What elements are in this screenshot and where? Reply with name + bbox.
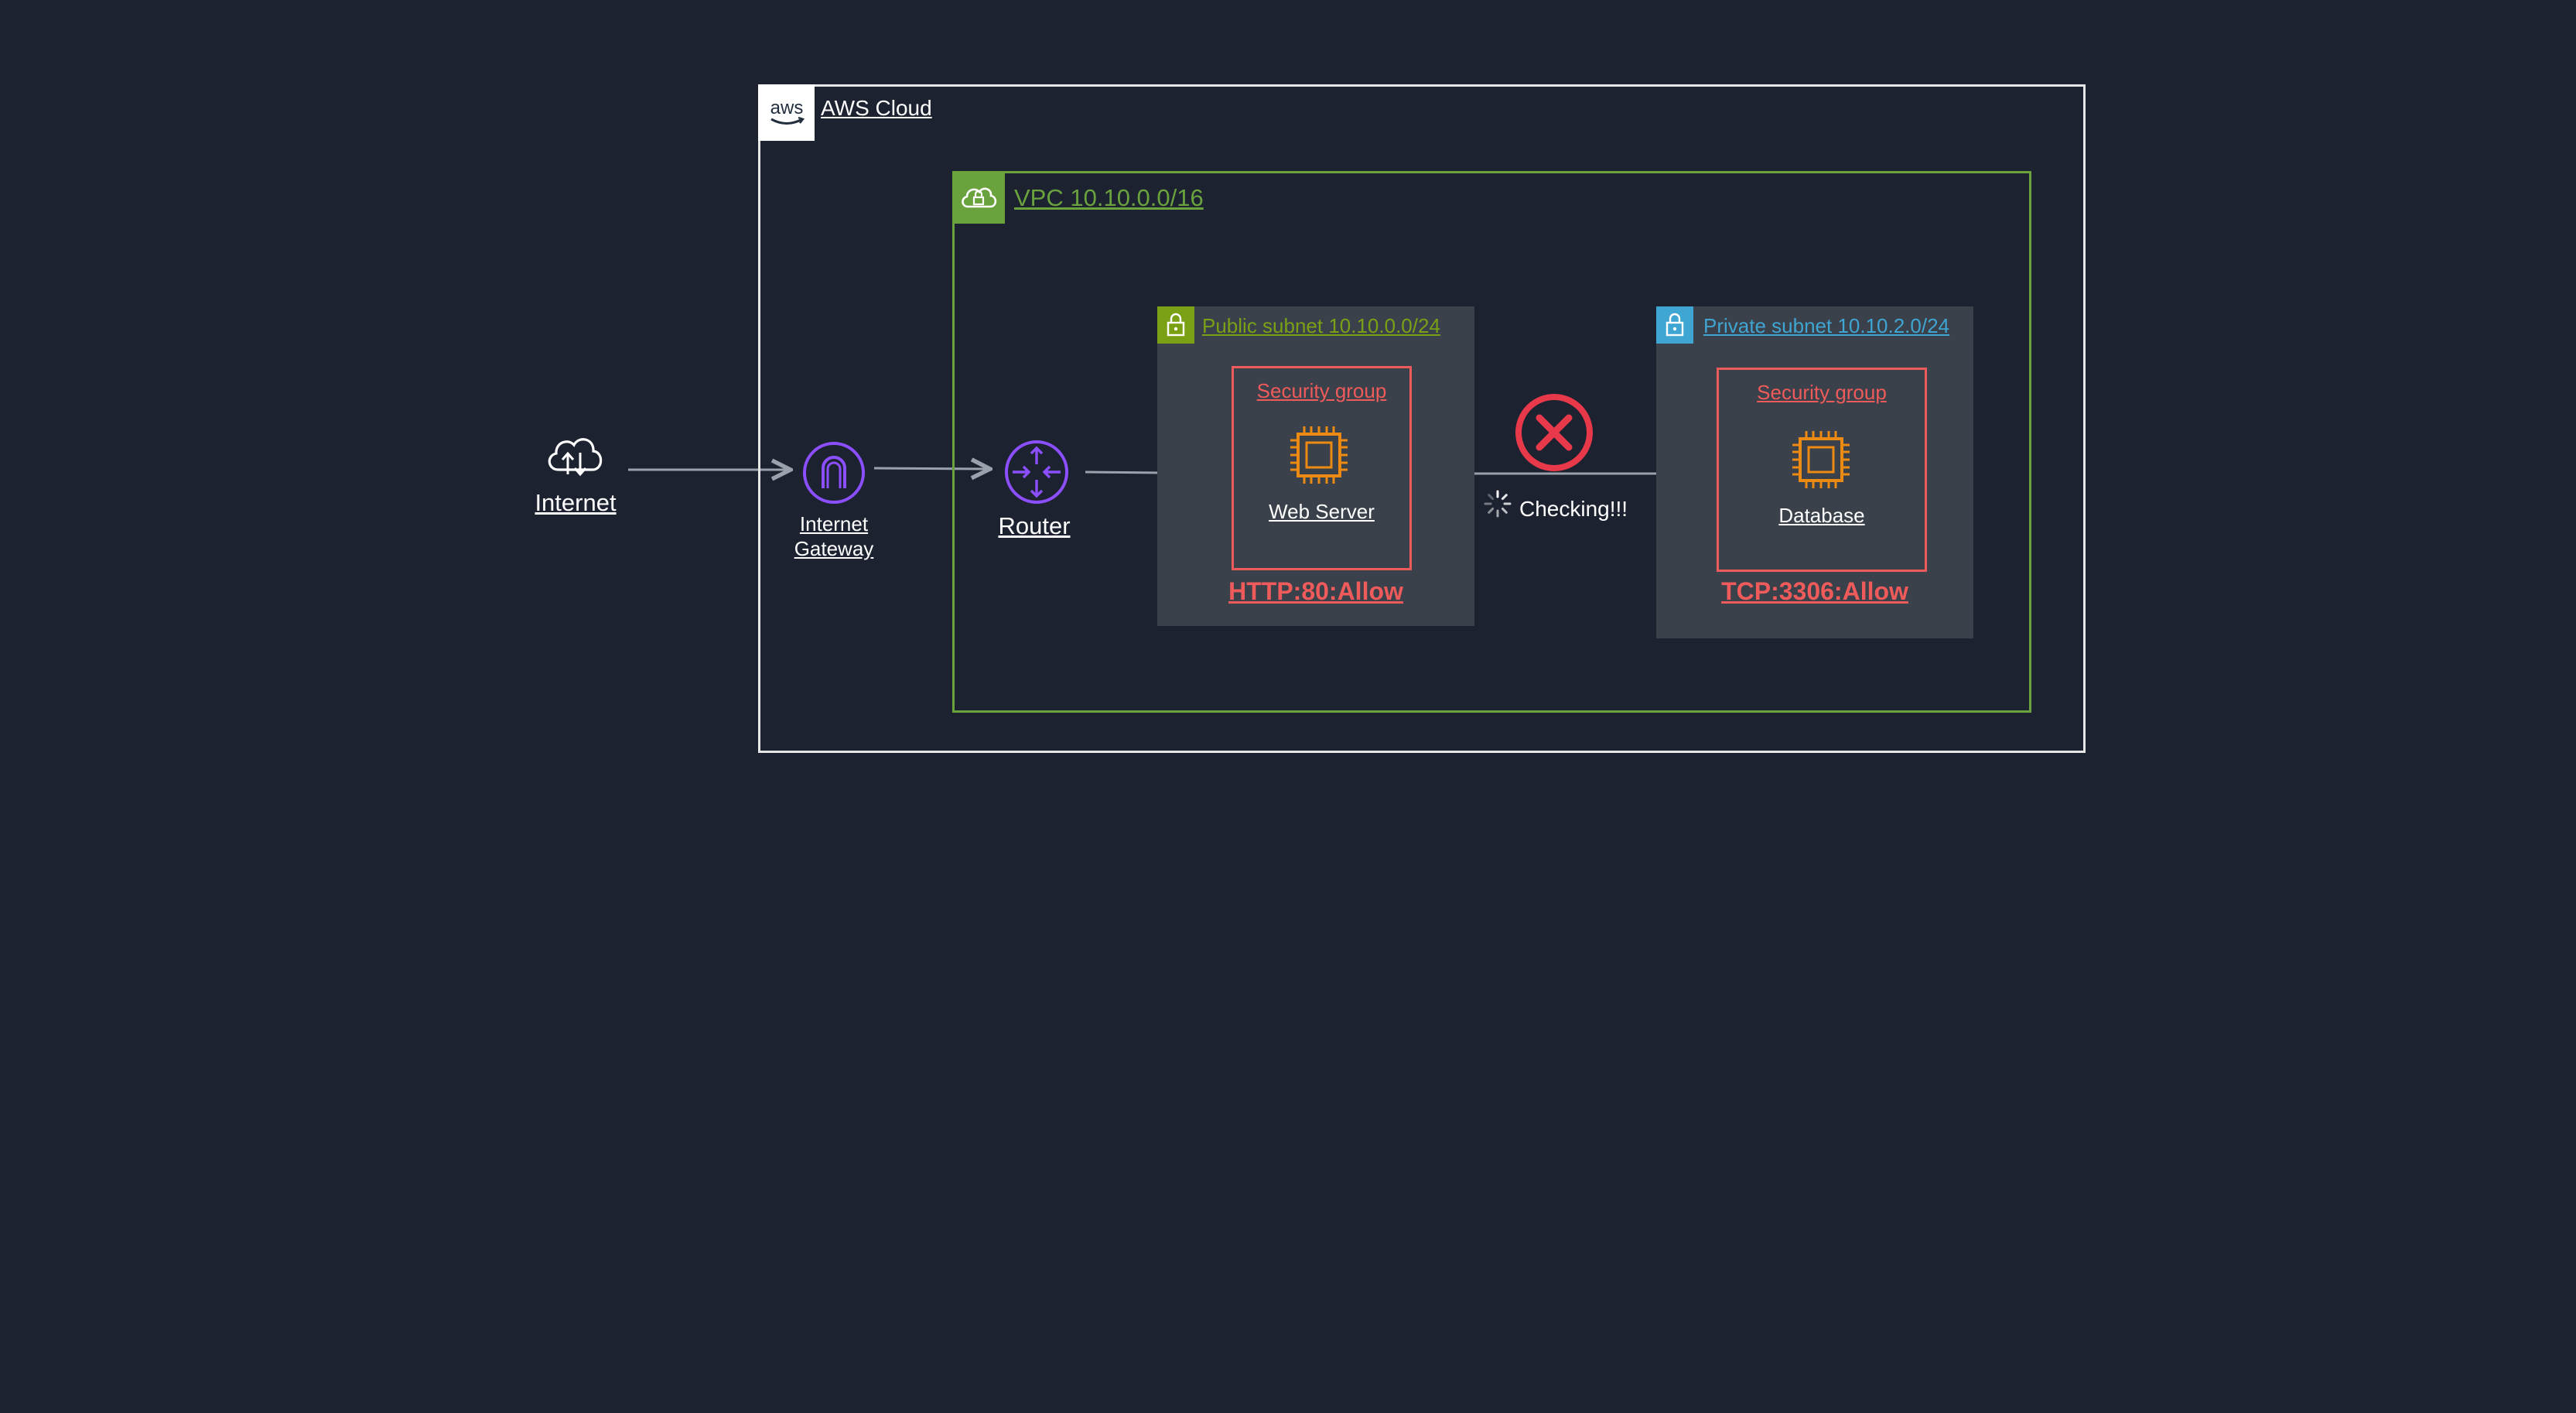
web-security-group-label: Security group	[1256, 379, 1387, 402]
internet-cloud-icon	[542, 429, 608, 481]
web-security-group	[1232, 366, 1412, 570]
router-label: Router	[998, 512, 1071, 539]
aws-logo-text: aws	[770, 98, 803, 118]
db-sg-rule: TCP:3306:Allow	[1721, 577, 1908, 605]
public-subnet-lock-icon	[1157, 306, 1194, 344]
database-label: Database	[1778, 504, 1865, 527]
status-checking-text: Checking!!!	[1519, 497, 1628, 521]
web-server-chip-icon	[1286, 422, 1352, 488]
connector-gateway-router	[873, 468, 990, 469]
internet-gateway-label-line2: Gateway	[794, 537, 874, 560]
router-icon	[1003, 439, 1070, 505]
web-sg-rule: HTTP:80:Allow	[1228, 577, 1403, 605]
private-subnet-lock-icon	[1656, 306, 1693, 344]
web-server-label: Web Server	[1269, 500, 1375, 523]
vpc-group	[952, 171, 2031, 713]
public-subnet-label: Public subnet 10.10.0.0/24	[1202, 314, 1440, 337]
private-subnet-label: Private subnet 10.10.2.0/24	[1703, 314, 1950, 337]
internet-label: Internet	[535, 489, 617, 516]
spinner-icon	[1483, 489, 1512, 518]
error-x-icon	[1513, 392, 1595, 474]
vpc-label: VPC 10.10.0.0/16	[1014, 184, 1204, 211]
internet-gateway-icon	[801, 440, 866, 505]
db-security-group-label: Security group	[1757, 381, 1887, 404]
aws-logo: aws	[758, 84, 815, 141]
aws-cloud-group	[758, 84, 2086, 753]
cloud-lock-icon	[952, 171, 1005, 224]
database-chip-icon	[1788, 426, 1854, 493]
internet-gateway-label-line1: Internet	[799, 512, 869, 535]
db-security-group	[1717, 368, 1927, 572]
aws-cloud-label: AWS Cloud	[821, 96, 932, 120]
